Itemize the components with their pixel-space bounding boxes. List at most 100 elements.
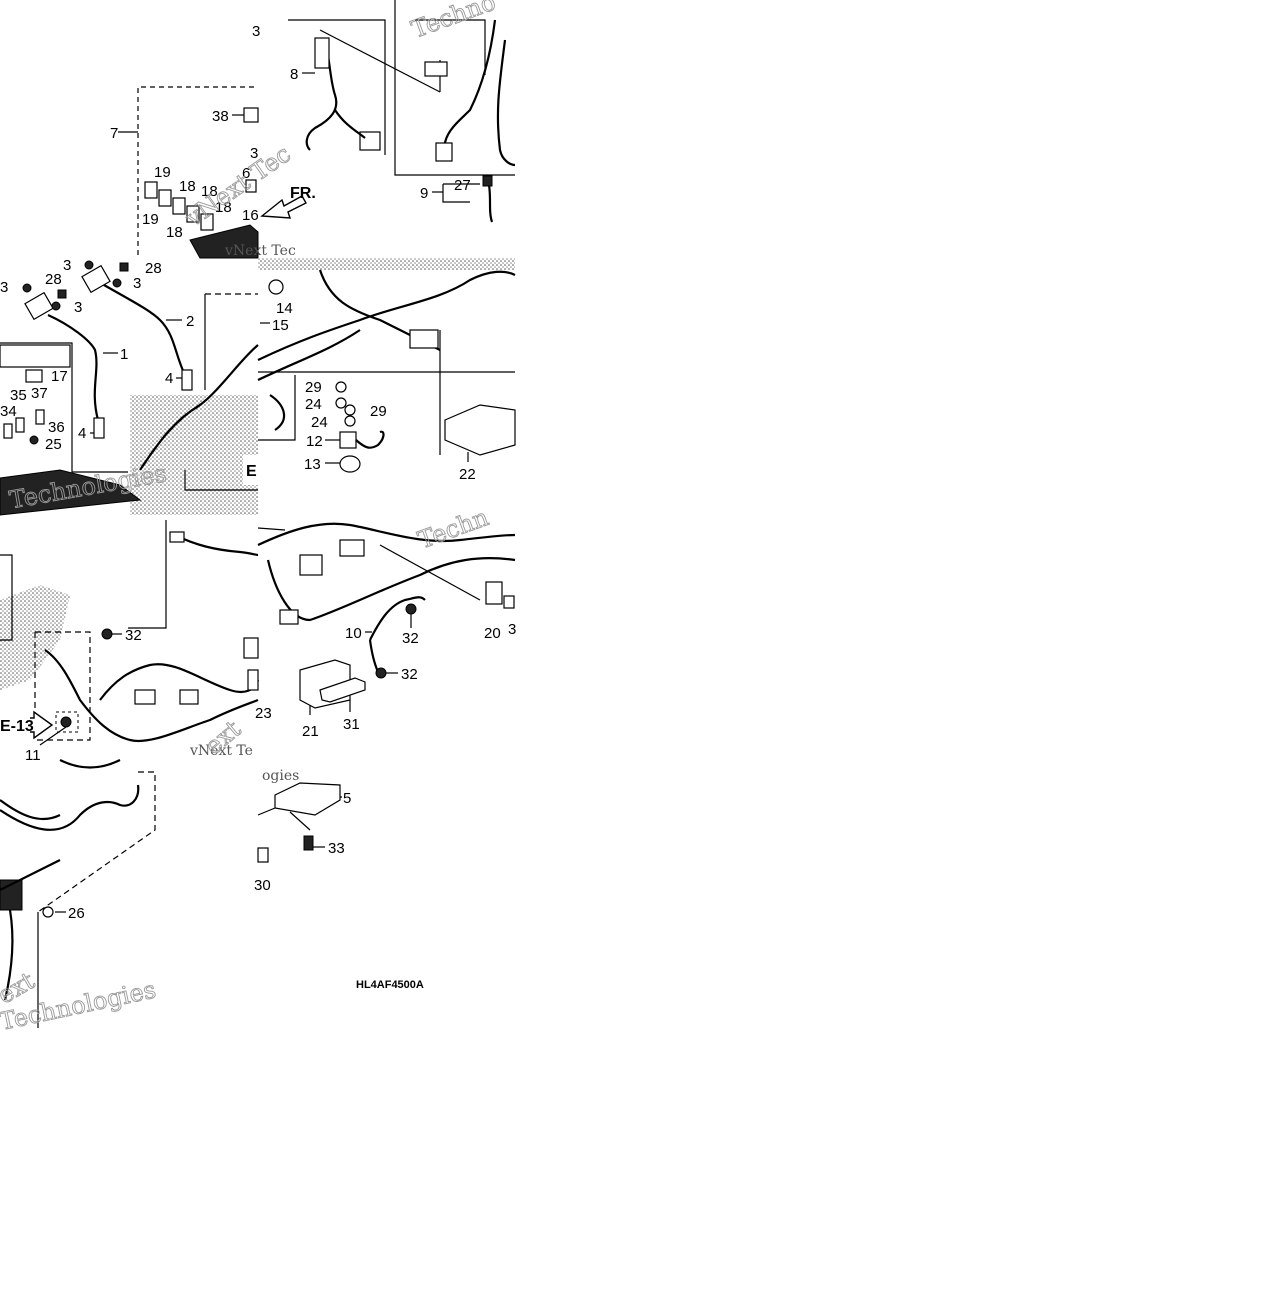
part-25-bolt (29, 435, 39, 445)
callout-3c: 3 (63, 257, 71, 274)
part-14-grommet (268, 279, 284, 295)
part-6-relay (245, 179, 257, 193)
svg-text:E-13: E-13 (0, 718, 34, 735)
part-8-sensor (314, 37, 330, 69)
part-29-nut-b (344, 404, 356, 416)
shaded-top (258, 258, 515, 270)
callout-32b: 32 (402, 630, 419, 647)
part-37-fuse (35, 409, 45, 425)
part-27-bolt (482, 175, 493, 187)
part-18-relay-b (186, 205, 200, 223)
part-connector-rear-b (179, 689, 199, 705)
harness-bundle-dark (0, 469, 142, 516)
callout-3d: 3 (0, 279, 8, 296)
callout-15: 15 (272, 317, 289, 334)
callout-24b: 24 (311, 414, 328, 431)
main-harness-lower (0, 784, 140, 831)
tile-battery-harness: 10 32 32 20 3 21 31 Techn (257, 503, 516, 740)
callout-11: 11 (25, 747, 41, 764)
callout-4b: 4 (165, 370, 173, 387)
callout-29b: 29 (370, 403, 387, 420)
part-22-ecu (444, 404, 516, 456)
part-3-nut-c (112, 278, 122, 288)
part-connector-b3 (279, 609, 299, 625)
callout-21: 21 (302, 723, 319, 740)
callout-36: 36 (48, 419, 65, 436)
main-harness-upper (442, 19, 497, 161)
part-30-clip-b (257, 847, 269, 863)
watermark-4: Techn (414, 503, 492, 554)
tile-o2-sensors: 1 4 2 4 3 3 3 3 28 28 17 35 37 34 36 (0, 243, 296, 516)
callout-19a: 19 (154, 164, 171, 181)
callout-19b: 19 (142, 211, 159, 228)
svg-text:FR.: FR. (290, 185, 316, 202)
part-12-relay (339, 431, 357, 449)
part-18-relay-c (200, 213, 214, 231)
callout-3g: 3 (508, 621, 516, 638)
part-8-connector (359, 131, 381, 151)
part-28-bolt-a (119, 262, 129, 272)
part-18-relay-a (172, 197, 186, 215)
callout-26: 26 (68, 905, 85, 922)
main-harness-right (257, 270, 516, 361)
part-20-sensor (485, 581, 503, 605)
part-17-fuse (25, 369, 43, 383)
part-19-relay-a (144, 181, 158, 199)
tile-relay-box: 7 3 38 3 6 16 19 19 18 18 18 18 FR. vNex… (110, 23, 316, 259)
part-2-cable (103, 284, 186, 376)
callout-1: 1 (120, 346, 128, 363)
callout-18c: 18 (215, 199, 232, 216)
callout-18a: 18 (179, 178, 196, 195)
tile-front-harness: 8 9 27 Techno (288, 0, 516, 223)
callout-28b: 28 (45, 271, 62, 288)
callout-18b: 18 (201, 183, 218, 200)
part-38-clip (243, 107, 259, 123)
callout-17: 17 (51, 368, 68, 385)
callout-27: 27 (454, 177, 471, 194)
tile-module-5: ogies 5 33 30 HL4AF4500A (254, 768, 424, 991)
part-connector-upper (424, 61, 448, 77)
part-35-fuse (15, 417, 25, 433)
callout-28a: 28 (145, 260, 162, 277)
part-5-module (274, 782, 341, 816)
tile-rear-harness: 32 23 E-13 11 vNext Te ext (0, 520, 272, 769)
callout-37: 37 (31, 385, 48, 402)
part-29-nut-a (335, 381, 347, 393)
part-32-bolt-a (101, 628, 113, 640)
callout-33: 33 (328, 840, 345, 857)
callout-10: 10 (345, 625, 362, 642)
callout-3e: 3 (133, 275, 141, 292)
reference-e: E (246, 463, 257, 480)
part-1-cable (47, 313, 100, 421)
part-4-probe-a (93, 417, 105, 439)
callout-32a: 32 (125, 627, 142, 644)
callout-6: 6 (242, 165, 250, 182)
part-connector-ecu (409, 329, 439, 349)
callout-7: 7 (110, 125, 118, 142)
watermark-1: vNext Tec (180, 140, 296, 233)
callout-5: 5 (343, 790, 351, 807)
part-connector-rear-d (169, 531, 185, 543)
callout-22: 22 (459, 466, 476, 483)
watermark-vnext-2: vNext Te (189, 743, 253, 759)
part-4-probe-b (181, 369, 193, 391)
tile-ecu-area: 14 15 29 24 29 24 12 13 22 (257, 258, 516, 483)
part-23-module (243, 637, 259, 659)
part-connector-lower (435, 142, 453, 162)
part-24-washer-b (344, 415, 356, 427)
part-28-bolt-b (57, 289, 67, 299)
callout-14: 14 (276, 300, 293, 317)
part-fuse-box-cover (0, 344, 71, 368)
part-3-nut-b (22, 283, 32, 293)
part-3-nut-d (51, 301, 61, 311)
callout-8: 8 (290, 66, 298, 83)
part-3-nut-a (84, 260, 94, 270)
tile-lower-harness: 26 ext Technologies (0, 771, 159, 1036)
main-harness-battery (257, 522, 516, 546)
callout-3f: 3 (74, 299, 82, 316)
part-11-grommet (60, 716, 72, 728)
part-33-bolt (303, 835, 314, 851)
callout-18d: 18 (166, 224, 183, 241)
